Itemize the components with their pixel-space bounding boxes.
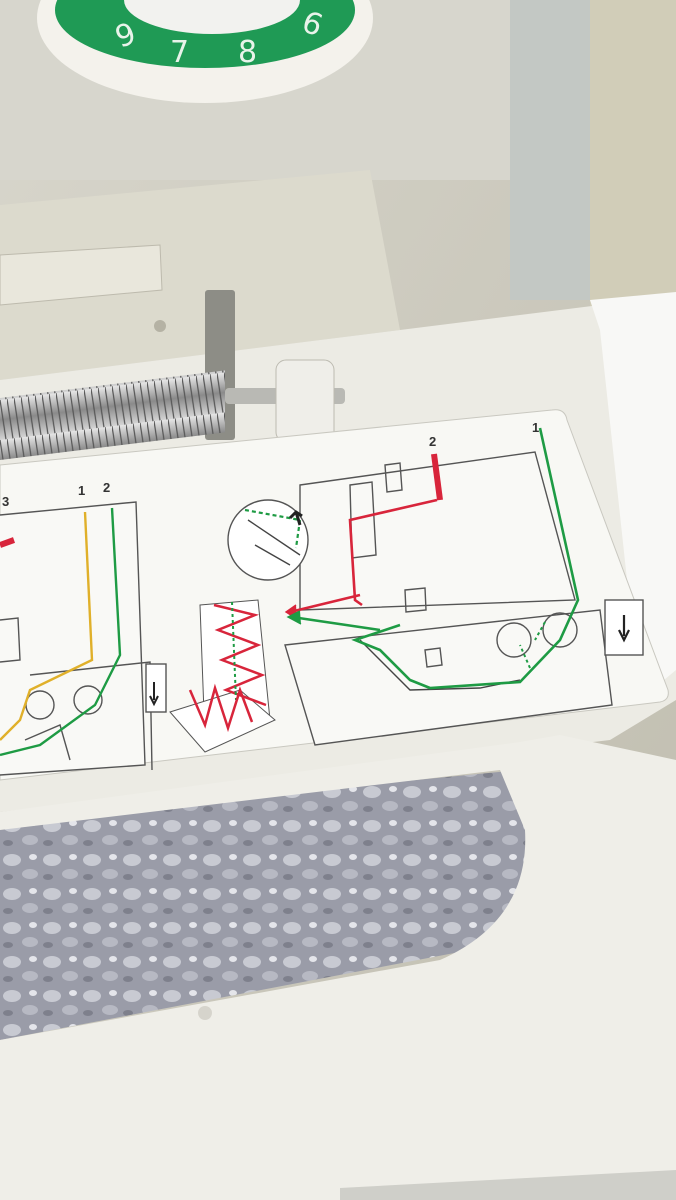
- screw: [154, 320, 166, 332]
- left-thread-number: 3: [2, 494, 9, 509]
- inner-tray: [0, 170, 400, 380]
- right-thread-number: 2: [429, 434, 436, 449]
- stitch-sample: [169, 599, 276, 753]
- right-wall: [510, 0, 590, 300]
- right-side-panel: [590, 0, 676, 320]
- left-thread-number: 1: [78, 483, 85, 498]
- bottom-shadow: [340, 1170, 676, 1200]
- dial-digit: 7: [170, 35, 189, 70]
- left-diagram: 3 1 2: [0, 480, 167, 776]
- cover-edge: [590, 292, 676, 700]
- spring: [0, 370, 225, 460]
- left-thread-number: 2: [103, 480, 110, 495]
- rod-block: [275, 359, 335, 443]
- bubble-wrap: [0, 770, 540, 1040]
- right-diagram: 2 1: [227, 420, 644, 746]
- tension-dial: 9 7 8 6: [37, 0, 373, 103]
- inner-slot: [0, 244, 163, 306]
- dial-digit: 8: [238, 35, 257, 70]
- lower-tray: [0, 735, 676, 1200]
- right-thread-number: 1: [532, 420, 539, 435]
- tray-hole: [198, 1006, 212, 1020]
